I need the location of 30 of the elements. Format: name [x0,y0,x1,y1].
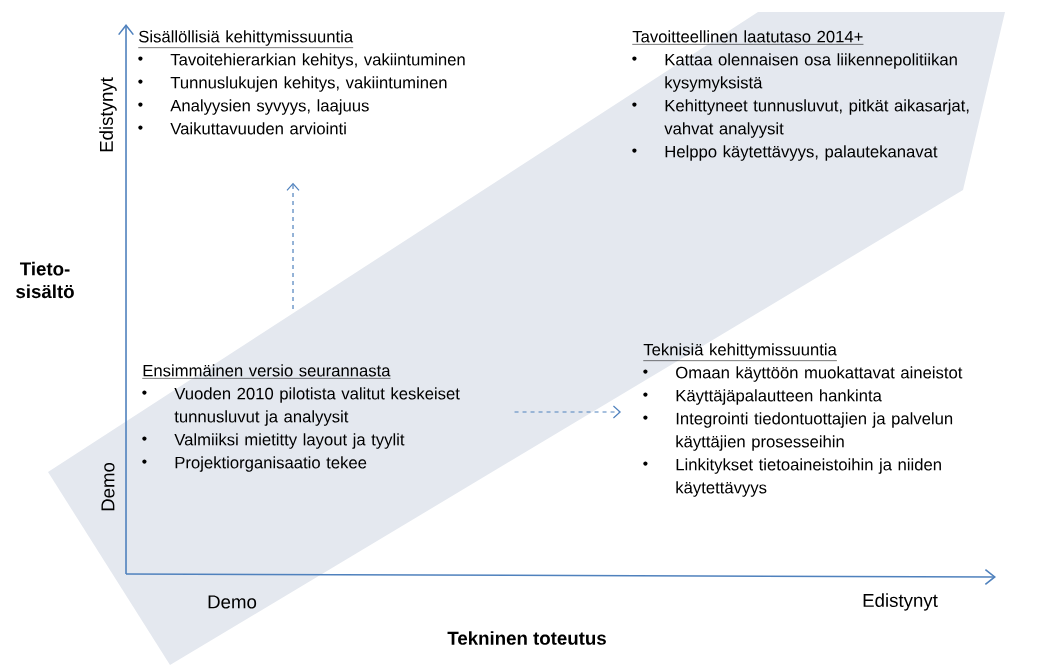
axis-label: Demo [208,595,257,609]
text-block [643,343,963,497]
bullet-item: Omaan käyttöön muokattavat aineistot [643,366,963,382]
axis-label: Edistynyt [99,77,117,152]
bullet-item: Valmiiksi mietitty layout ja tyylit [142,433,405,449]
bullet-item: Vuoden 2010 pilotista valitut keskeiset tunnusluvut ja analyysit [142,387,460,426]
bullet-item: Vaikuttavuuden arviointi [138,122,346,135]
bullet-item: Projektiorganisaatio tekee [142,456,367,472]
bullet-item: Käyttäjäpalautteen hankinta [643,389,882,405]
axis-label: Edistynyt [863,593,938,611]
axis-title: Tekninen toteutus [447,631,606,645]
text-block [142,364,460,472]
bullet-item: Kehittyneet tunnusluvut, pitkät aikasarjat, vahvat analyysit [632,99,969,138]
axis-title: Tieto-sisältö [16,261,74,299]
section-heading: Teknisiä kehittymissuuntia [643,343,838,361]
bullet-item: Analyysien syvyys, laajuus [138,99,369,115]
bullet-item: Kattaa olennaisen osa liikennepolitiikan kysymyksistä [632,53,957,92]
bullet-item: Helppo käytettävyys, palautekanavat [632,145,938,161]
bullet-item: Integrointi tiedontuottajien ja palvelun käyttäjien prosesseihin [643,412,953,451]
bullet-item: Linkitykset tietoaineistoihin ja niiden käytettävyys [643,458,941,497]
section-heading: Ensimmäinen versio seurannasta [142,364,391,379]
bullet-item: Tavoitehierarkian kehitys, vakiintuminen [138,53,465,69]
bullet-item: Tunnuslukujen kehitys, vakiintuminen [138,76,447,92]
dashed-arrow [286,182,300,310]
section-heading: Tavoitteellinen laatutaso 2014+ [632,30,864,45]
section-heading: Sisällöllisiä kehittymissuuntia [138,30,354,48]
text-block [138,30,465,135]
axis-label: Demo [101,462,115,511]
dashed-arrow [513,405,621,419]
text-block [632,30,969,161]
